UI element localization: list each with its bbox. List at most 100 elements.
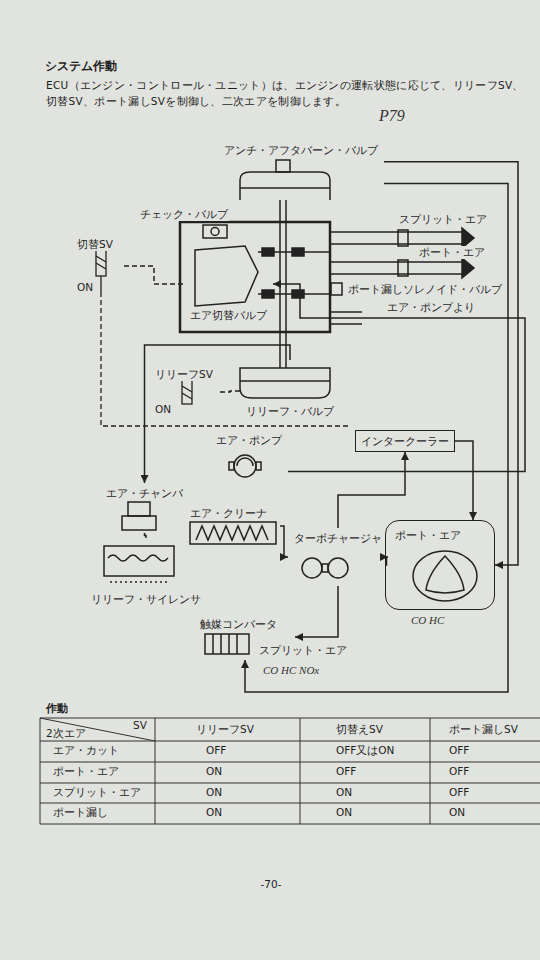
table-cell: OFF xyxy=(335,766,357,778)
coil xyxy=(182,386,192,399)
table-rule xyxy=(40,824,540,825)
state-label: ON xyxy=(154,403,172,416)
relief-sv-symbol xyxy=(182,380,192,404)
solenoid-valve: リリーフSVON xyxy=(150,364,220,420)
table-row-head: スプリット・エア xyxy=(52,787,142,799)
air-pump: エア・ポンプ xyxy=(210,430,288,482)
compressor-wheel xyxy=(328,558,348,578)
state-label: ON xyxy=(76,281,94,294)
table-row-head: ポート・エア xyxy=(52,766,120,778)
relief-diaphragm xyxy=(240,368,330,398)
valve-seat xyxy=(292,248,304,256)
switching-sv-symbol xyxy=(96,250,106,276)
table-heading: 作動 xyxy=(45,702,69,715)
valve-seat xyxy=(262,248,274,256)
table-cell: ON xyxy=(335,787,353,799)
air-pipe xyxy=(384,162,518,565)
handwritten-note: CO HC xyxy=(410,614,445,627)
switching-valve: エア切替バルブ xyxy=(184,242,273,326)
coil xyxy=(96,256,106,269)
air-pipe xyxy=(295,586,338,637)
table-header: リリーフSV xyxy=(195,724,255,736)
air-pipe xyxy=(245,183,508,692)
table-cell: ON xyxy=(205,766,223,778)
valve-cap xyxy=(276,160,290,172)
table-rule xyxy=(40,718,41,824)
inlet-label: エア・ポンプより xyxy=(386,301,476,314)
component-label: インタークーラー xyxy=(360,435,450,448)
silencer-symbol xyxy=(104,546,174,576)
turbo-shaft xyxy=(322,564,328,572)
air-cleaner-symbol xyxy=(190,522,276,544)
pump-port xyxy=(229,462,234,470)
component-label: リリーフ・サイレンサ xyxy=(90,593,202,606)
component-label: エア切替バルブ xyxy=(189,309,268,322)
table-diagonal xyxy=(40,718,155,741)
table-rule xyxy=(40,803,540,804)
page-number: -70- xyxy=(250,878,292,891)
table-rule xyxy=(300,718,301,824)
solenoid-valve: ポート漏しソレノイド・バルブ xyxy=(345,280,507,299)
table-cell: OFF xyxy=(205,745,227,757)
table-row-head: ポート漏し xyxy=(52,807,109,819)
converter-symbol xyxy=(205,634,249,654)
component-label: エア・クリーナ xyxy=(189,507,268,520)
intercooler-box: インタークーラー xyxy=(355,430,455,452)
reed-valve xyxy=(398,260,408,276)
component-label: ポート・エア xyxy=(394,529,462,542)
relief-silencer: リリーフ・サイレンサ xyxy=(85,538,207,610)
table-rule xyxy=(40,783,540,784)
table-cell: OFF又はON xyxy=(335,745,395,757)
relief-valve: リリーフ・バルブ xyxy=(240,360,340,422)
rotor xyxy=(426,556,464,593)
component-label: 触媒コンバータ xyxy=(199,618,278,631)
air-chamber-symbol xyxy=(122,516,156,530)
components xyxy=(104,455,477,654)
handwritten-note: CO HC NOx xyxy=(262,664,320,677)
table-rule xyxy=(40,718,540,719)
table-cell: OFF xyxy=(448,787,470,799)
table-rule xyxy=(155,718,156,824)
air-pipe xyxy=(455,441,473,520)
component-label: ターボチャージャ xyxy=(293,532,383,545)
check-valve-label: チェック・バルブ xyxy=(135,204,235,238)
vacuum-line xyxy=(101,292,350,426)
table-cell: ON xyxy=(205,807,223,819)
pump-vane xyxy=(237,458,253,466)
table-cell: OFF xyxy=(448,766,470,778)
air-pipe xyxy=(280,526,288,557)
outlet-label: スプリット・エア xyxy=(398,213,488,226)
rotor-housing xyxy=(413,551,477,601)
converter-core xyxy=(213,634,237,654)
air-pump-symbol xyxy=(234,455,256,477)
component-label: リリーフ・バルブ xyxy=(245,405,335,418)
table-cell: ON xyxy=(335,807,353,819)
table-grid xyxy=(40,718,540,824)
check-valve xyxy=(203,225,227,238)
table-cell: OFF xyxy=(448,745,470,757)
filter-element xyxy=(196,526,268,540)
split-air-pipe xyxy=(330,232,462,244)
air-pipe xyxy=(273,284,525,472)
turbocharger: ターボチャージャ xyxy=(288,528,388,586)
valve-seat xyxy=(292,290,304,298)
table-rule xyxy=(40,762,540,763)
check-ball xyxy=(211,228,219,236)
diaphragm-valve: アンチ・アフタバーン・バルブ xyxy=(218,140,384,202)
component-label: エア・ポンプ xyxy=(215,434,283,447)
air-chamber-symbol xyxy=(128,502,150,516)
air-cleaner: エア・クリーナ xyxy=(185,503,280,549)
component-label: エア・チャンバ xyxy=(105,487,184,500)
air-pipe xyxy=(145,533,147,538)
diaphragm xyxy=(240,187,330,189)
flow-arrow xyxy=(462,258,474,278)
outlet-label: ポート・エア xyxy=(418,246,486,259)
port-leak-solenoid xyxy=(331,283,342,295)
solenoid-valves xyxy=(96,250,350,426)
table-cell: ON xyxy=(205,787,223,799)
table-cell: ON xyxy=(448,807,466,819)
outlet-label: スプリット・エア xyxy=(258,644,348,657)
handwritten-page-ref: P79 xyxy=(378,106,406,125)
component-label: ポート漏しソレノイド・バルブ xyxy=(347,283,503,296)
